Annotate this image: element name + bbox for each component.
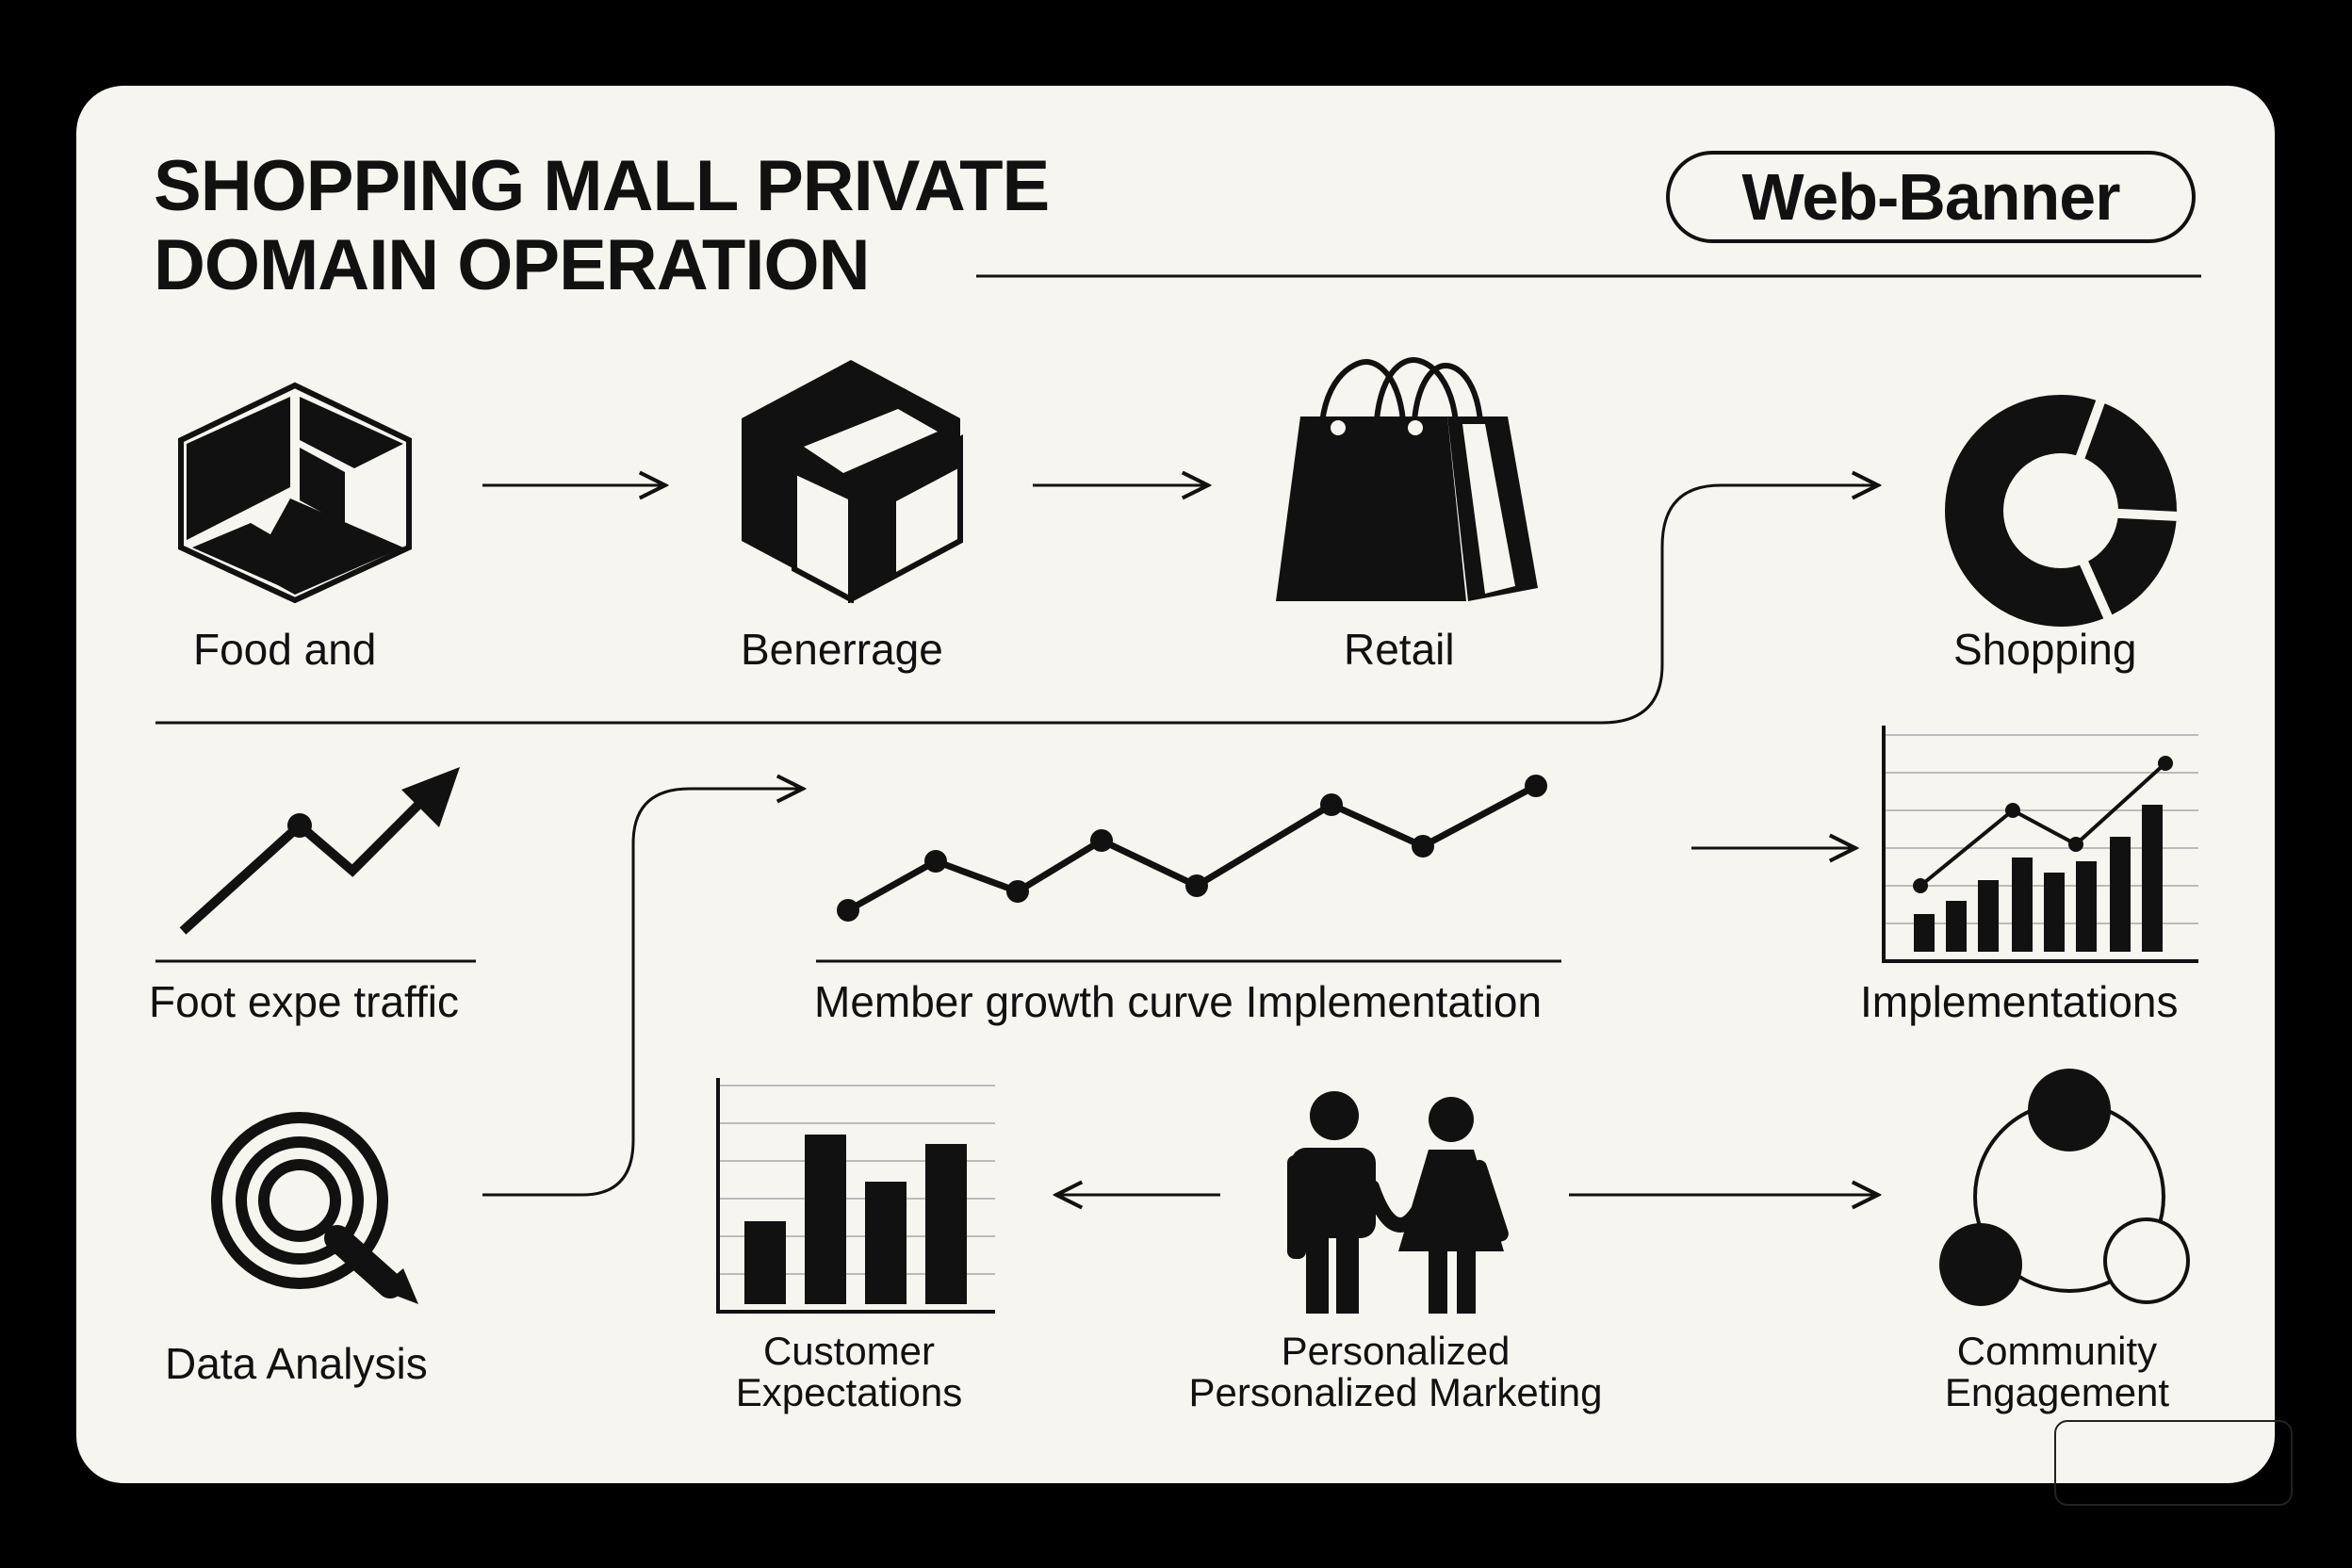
label-retail: Retail — [1344, 625, 1455, 674]
label-shopping: Shopping — [1953, 625, 2137, 674]
box-cube-icon — [742, 360, 963, 603]
label-community-engagement: Community Engagement — [1913, 1331, 2201, 1413]
bar-chart-icon — [716, 1078, 995, 1314]
web-banner-badge: Web-Banner — [1666, 151, 2196, 243]
target-search-icon — [211, 1112, 418, 1304]
page-title: SHOPPING MALL PRIVATE DOMAIN OPERATION — [154, 146, 1050, 305]
customer-line-1: Customer — [762, 1329, 936, 1373]
title-line-2: DOMAIN OPERATION — [154, 225, 870, 305]
label-customer-expectations: Customer Expectations — [714, 1331, 984, 1413]
bar-line-chart-icon — [1882, 726, 2198, 963]
donut-ring-icon — [1945, 394, 2179, 628]
connector-retail-to-shopping — [155, 485, 1878, 725]
connector-analysis-to-growth — [482, 789, 803, 1197]
watermark-box — [2054, 1420, 2293, 1506]
growth-point — [837, 899, 859, 922]
growth-point — [1320, 793, 1343, 816]
growth-point — [1090, 829, 1113, 852]
network-circles-icon — [1939, 1069, 2190, 1306]
growth-point — [1185, 874, 1208, 897]
growth-point — [1412, 835, 1434, 858]
community-line-1: Community — [1956, 1329, 2158, 1373]
growth-point — [1006, 880, 1029, 903]
shopping-bag-icon — [1276, 356, 1538, 601]
personalized-line-1: Personalized — [1281, 1329, 1511, 1373]
growth-point — [924, 850, 947, 873]
label-implementations: Implementations — [1860, 977, 2179, 1026]
growth-point — [1525, 775, 1547, 797]
member-growth-line-chart — [837, 775, 1547, 922]
title-line-1: SHOPPING MALL PRIVATE — [154, 146, 1050, 226]
community-line-2: Engagement — [1944, 1370, 2170, 1414]
label-member-growth: Member growth curve Implementation — [814, 977, 1543, 1026]
couple-icon — [1287, 1091, 1509, 1314]
label-beverage: Benerrage — [741, 625, 943, 674]
label-personalized-marketing: Personalized Personalized Marketing — [1185, 1331, 1606, 1413]
label-foot-traffic: Foot expe traffic — [149, 977, 459, 1026]
customer-line-2: Expectations — [735, 1370, 963, 1414]
label-data-analysis: Data Analysis — [165, 1339, 428, 1388]
hexagon-cube-icon — [178, 382, 412, 604]
personalized-line-2: Personalized Marketing — [1188, 1370, 1603, 1414]
label-food: Food and — [193, 625, 377, 674]
trend-arrow-icon — [179, 767, 460, 935]
